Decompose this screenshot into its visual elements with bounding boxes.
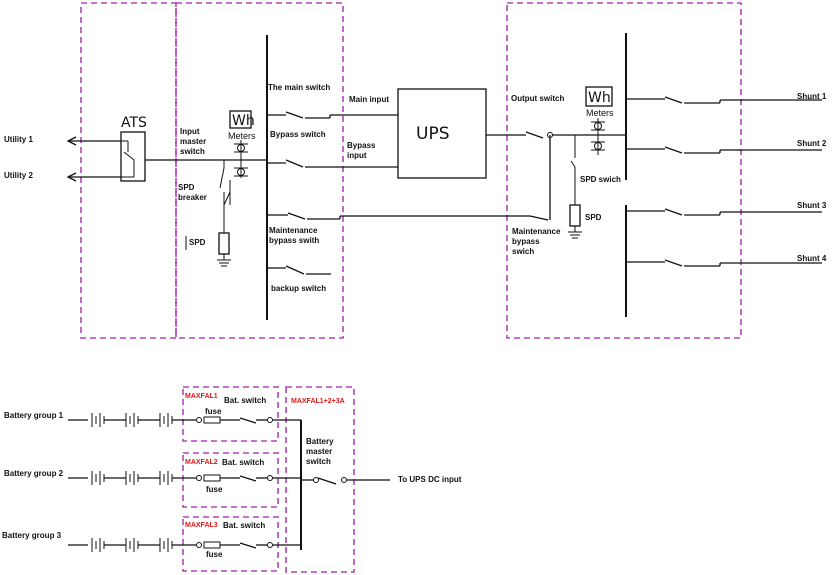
svg-text:switch: switch: [306, 457, 331, 466]
backup-switch: [267, 265, 331, 275]
shunt-4-label: Shunt 4: [797, 254, 827, 263]
battery-group-3-line: [68, 538, 301, 552]
shunt-1-label: Shunt 1: [797, 92, 827, 101]
battery-group-2-line: [68, 471, 301, 485]
wh-left-label: Wh: [232, 113, 255, 129]
bat3-red-tag: MAXFAL3: [185, 522, 218, 529]
svg-text:breaker: breaker: [178, 193, 207, 202]
input-distribution-enclosure: [175, 2, 344, 339]
battery-master-switch-label: Battery master switch: [306, 437, 334, 466]
svg-text:swich: swich: [512, 247, 534, 256]
utility-2-line: [66, 172, 121, 182]
maintenance-bypass-switch: [267, 135, 551, 221]
input-master-switch-label: Input master switch: [180, 127, 206, 156]
bat1-switch-enclosure: [182, 386, 279, 442]
to-ups-dc-input-label: To UPS DC input: [398, 475, 462, 484]
bat2-switch-enclosure: [182, 452, 279, 508]
battery-master-enclosure: [285, 386, 355, 573]
svg-text:Bypass: Bypass: [347, 141, 376, 150]
bat2-red-tag: MAXFAL2: [185, 459, 218, 466]
bat3-switch-label: Bat. switch: [223, 521, 265, 530]
maintenance-bypass-label-left: Maintenance bypass swith: [269, 226, 319, 245]
bypass-input-label: Bypass input: [347, 141, 376, 160]
spd-left-label: SPD: [189, 238, 206, 247]
shunt-1-switch: [626, 96, 822, 104]
wh-meter-left: [229, 110, 252, 178]
shunt-3-switch: [626, 208, 822, 216]
bat3-switch-enclosure: [182, 516, 279, 572]
svg-text:input: input: [347, 151, 367, 160]
shunt-2-switch: [626, 146, 822, 154]
meters-right-label: Meters: [586, 108, 614, 118]
main-switch: [267, 111, 398, 119]
bat3-fuse-label: fuse: [206, 550, 223, 559]
master-red-tag: MAXFAL1+2+3A: [291, 398, 345, 405]
svg-text:SPD: SPD: [178, 183, 195, 192]
shunt-2-label: Shunt 2: [797, 139, 827, 148]
battery-group-1-line: [68, 413, 301, 427]
bypass-switch: [267, 159, 398, 168]
shunt-3-label: Shunt 3: [797, 201, 827, 210]
spd-swich-branch: [568, 135, 582, 239]
utility-1-line: [66, 136, 121, 146]
ups-label: UPS: [416, 124, 450, 144]
utility-2-label: Utility 2: [4, 171, 33, 180]
utility-1-label: Utility 1: [4, 135, 33, 144]
svg-text:bypass swith: bypass swith: [269, 236, 319, 245]
svg-text:Battery: Battery: [306, 437, 334, 446]
bat1-red-tag: MAXFAL1: [185, 393, 218, 400]
spd-breaker-branch: [217, 160, 231, 267]
spd-breaker-label: SPD breaker: [178, 183, 207, 202]
maintenance-bypass-label-right: Maintenance bypass swich: [512, 227, 561, 256]
ups-box: [397, 88, 487, 179]
main-input-label: Main input: [349, 95, 389, 104]
svg-text:Maintenance: Maintenance: [269, 226, 318, 235]
svg-text:master: master: [180, 137, 206, 146]
battery-group-2-label: Battery group 2: [4, 469, 64, 478]
bat1-fuse-label: fuse: [205, 407, 222, 416]
svg-text:Input: Input: [180, 127, 200, 136]
svg-text:switch: switch: [180, 147, 205, 156]
ats-label: ATS: [121, 115, 147, 131]
bat2-fuse-label: fuse: [206, 485, 223, 494]
backup-switch-label: backup switch: [271, 284, 326, 293]
spd-right-label: SPD: [585, 213, 602, 222]
battery-group-3-label: Battery group 3: [2, 531, 62, 540]
wh-meter-right: [585, 86, 613, 155]
output-distribution-enclosure: [506, 2, 742, 339]
output-switch-label: Output switch: [511, 94, 564, 103]
ats-box: [120, 131, 176, 182]
battery-group-1-label: Battery group 1: [4, 411, 64, 420]
svg-text:bypass: bypass: [512, 237, 540, 246]
bypass-switch-label: Bypass switch: [270, 130, 326, 139]
output-switch: [486, 131, 626, 139]
svg-text:Maintenance: Maintenance: [512, 227, 561, 236]
main-switch-label: The main switch: [268, 83, 330, 92]
meters-left-label: Meters: [228, 131, 256, 141]
ats-enclosure: [80, 2, 177, 339]
bat2-switch-label: Bat. switch: [222, 458, 264, 467]
bat1-switch-label: Bat. switch: [224, 396, 266, 405]
wh-right-label: Wh: [588, 90, 611, 106]
spd-swich-label: SPD swich: [580, 175, 621, 184]
svg-text:master: master: [306, 447, 332, 456]
shunt-4-switch: [626, 259, 822, 267]
battery-master-switch: [301, 477, 390, 485]
